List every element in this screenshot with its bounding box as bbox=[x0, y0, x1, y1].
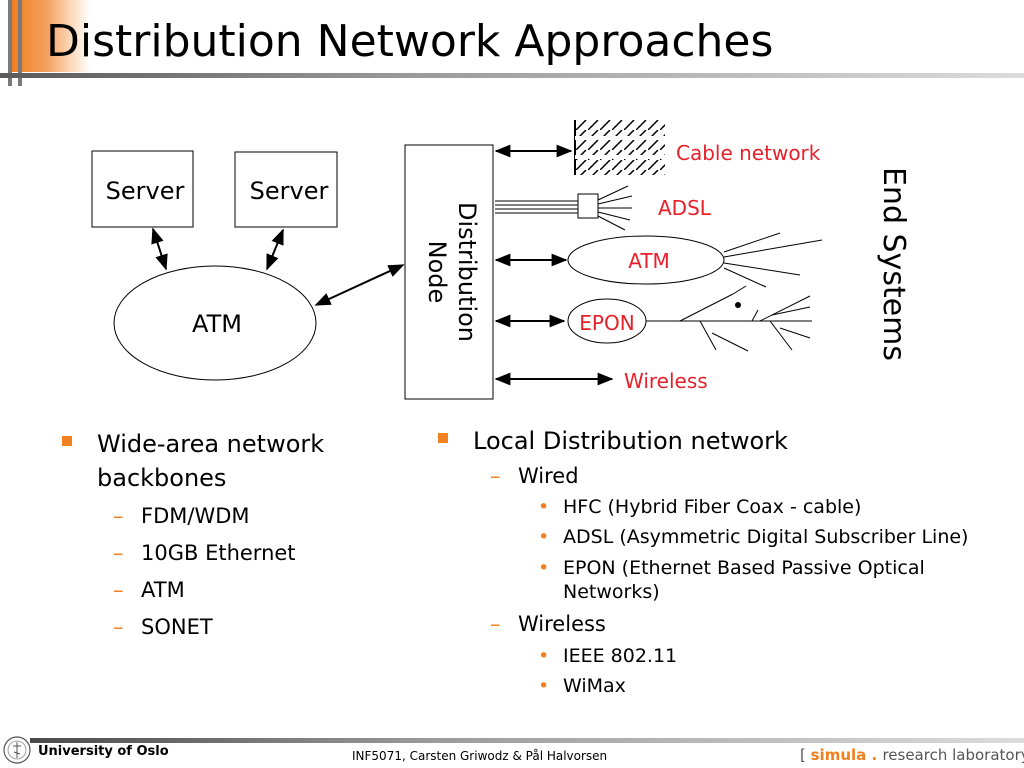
simula-logo: [ simula . research laboratory ] bbox=[800, 746, 1024, 764]
title-underline bbox=[0, 73, 1024, 78]
page-title: Distribution Network Approaches bbox=[46, 16, 774, 67]
list-item: HFC (Hybrid Fiber Coax - cable) bbox=[563, 496, 862, 518]
atm-access-label: ATM bbox=[628, 249, 670, 273]
dash-bullet: – bbox=[113, 615, 124, 639]
wired-label: Wired bbox=[518, 464, 579, 488]
wireless-label: Wireless bbox=[624, 369, 708, 393]
server-box-left: Server bbox=[91, 150, 194, 228]
network-diagram: Server Server ATM Distribution Node Cabl… bbox=[91, 120, 911, 400]
list-item: EPON (Ethernet Based Passive Optical bbox=[563, 557, 925, 579]
right-heading: Local Distribution network bbox=[473, 427, 788, 455]
footer-divider bbox=[30, 738, 1024, 743]
adsl-line bbox=[495, 185, 633, 231]
footer-university: University of Oslo bbox=[38, 744, 169, 759]
dot-bullet: • bbox=[538, 675, 550, 697]
list-item: 10GB Ethernet bbox=[141, 541, 296, 565]
dash-bullet: – bbox=[113, 578, 124, 602]
title-accent-bar bbox=[18, 0, 22, 86]
dot-bullet: • bbox=[538, 496, 550, 518]
distribution-node-label: Node bbox=[423, 241, 451, 304]
server-left-label: Server bbox=[106, 177, 185, 205]
bullet-square bbox=[438, 433, 448, 443]
title-accent-bar bbox=[8, 0, 12, 86]
list-item: FDM/WDM bbox=[141, 504, 250, 528]
adsl-label: ADSL bbox=[658, 196, 712, 220]
footer-course-info: INF5071, Carsten Griwodz & Pål Halvorsen bbox=[352, 749, 608, 763]
epon-node bbox=[567, 285, 812, 352]
list-item: SONET bbox=[141, 615, 213, 639]
dot-bullet: • bbox=[538, 645, 550, 667]
dash-bullet: – bbox=[113, 541, 124, 565]
server-atm-link bbox=[266, 228, 284, 271]
distribution-node-label: Distribution bbox=[453, 202, 481, 342]
title-banner: Distribution Network Approaches bbox=[0, 0, 1024, 90]
dash-bullet: – bbox=[490, 464, 501, 488]
university-seal-icon bbox=[3, 736, 31, 764]
dash-bullet: – bbox=[113, 504, 124, 528]
dash-bullet: – bbox=[490, 612, 501, 636]
wireless-heading: Wireless bbox=[518, 612, 606, 636]
title-accent-gradient bbox=[12, 0, 90, 72]
atm-access-node bbox=[567, 232, 823, 288]
distribution-node: Distribution Node bbox=[404, 144, 494, 400]
server-box-right: Server bbox=[234, 151, 338, 228]
dot-bullet: • bbox=[538, 557, 550, 579]
atm-backbone-node: ATM bbox=[113, 265, 317, 381]
list-item: IEEE 802.11 bbox=[563, 645, 678, 667]
epon-label: EPON bbox=[579, 311, 634, 335]
simula-rest: research laboratory ] bbox=[882, 746, 1024, 764]
list-item: ADSL (Asymmetric Digital Subscriber Line… bbox=[563, 526, 969, 548]
atm-backbone-label: ATM bbox=[192, 310, 242, 338]
simula-bracket-open: [ bbox=[800, 746, 811, 764]
server-atm-link bbox=[151, 227, 168, 271]
cable-network-label: Cable network bbox=[676, 141, 821, 165]
simula-name: simula bbox=[810, 746, 867, 764]
list-item: WiMax bbox=[563, 675, 626, 697]
cable-network-hatch bbox=[574, 120, 665, 175]
bullet-square bbox=[62, 436, 72, 446]
server-right-label: Server bbox=[250, 177, 329, 205]
left-heading-line: Wide-area network bbox=[97, 430, 325, 458]
simula-dot: . bbox=[866, 746, 883, 764]
left-heading-line: backbones bbox=[97, 464, 227, 492]
atm-distribution-link bbox=[314, 264, 405, 306]
dot-bullet: • bbox=[538, 526, 550, 548]
list-item: ATM bbox=[141, 578, 185, 602]
end-systems-label: End Systems bbox=[876, 167, 911, 361]
list-item-continuation: Networks) bbox=[563, 581, 660, 603]
